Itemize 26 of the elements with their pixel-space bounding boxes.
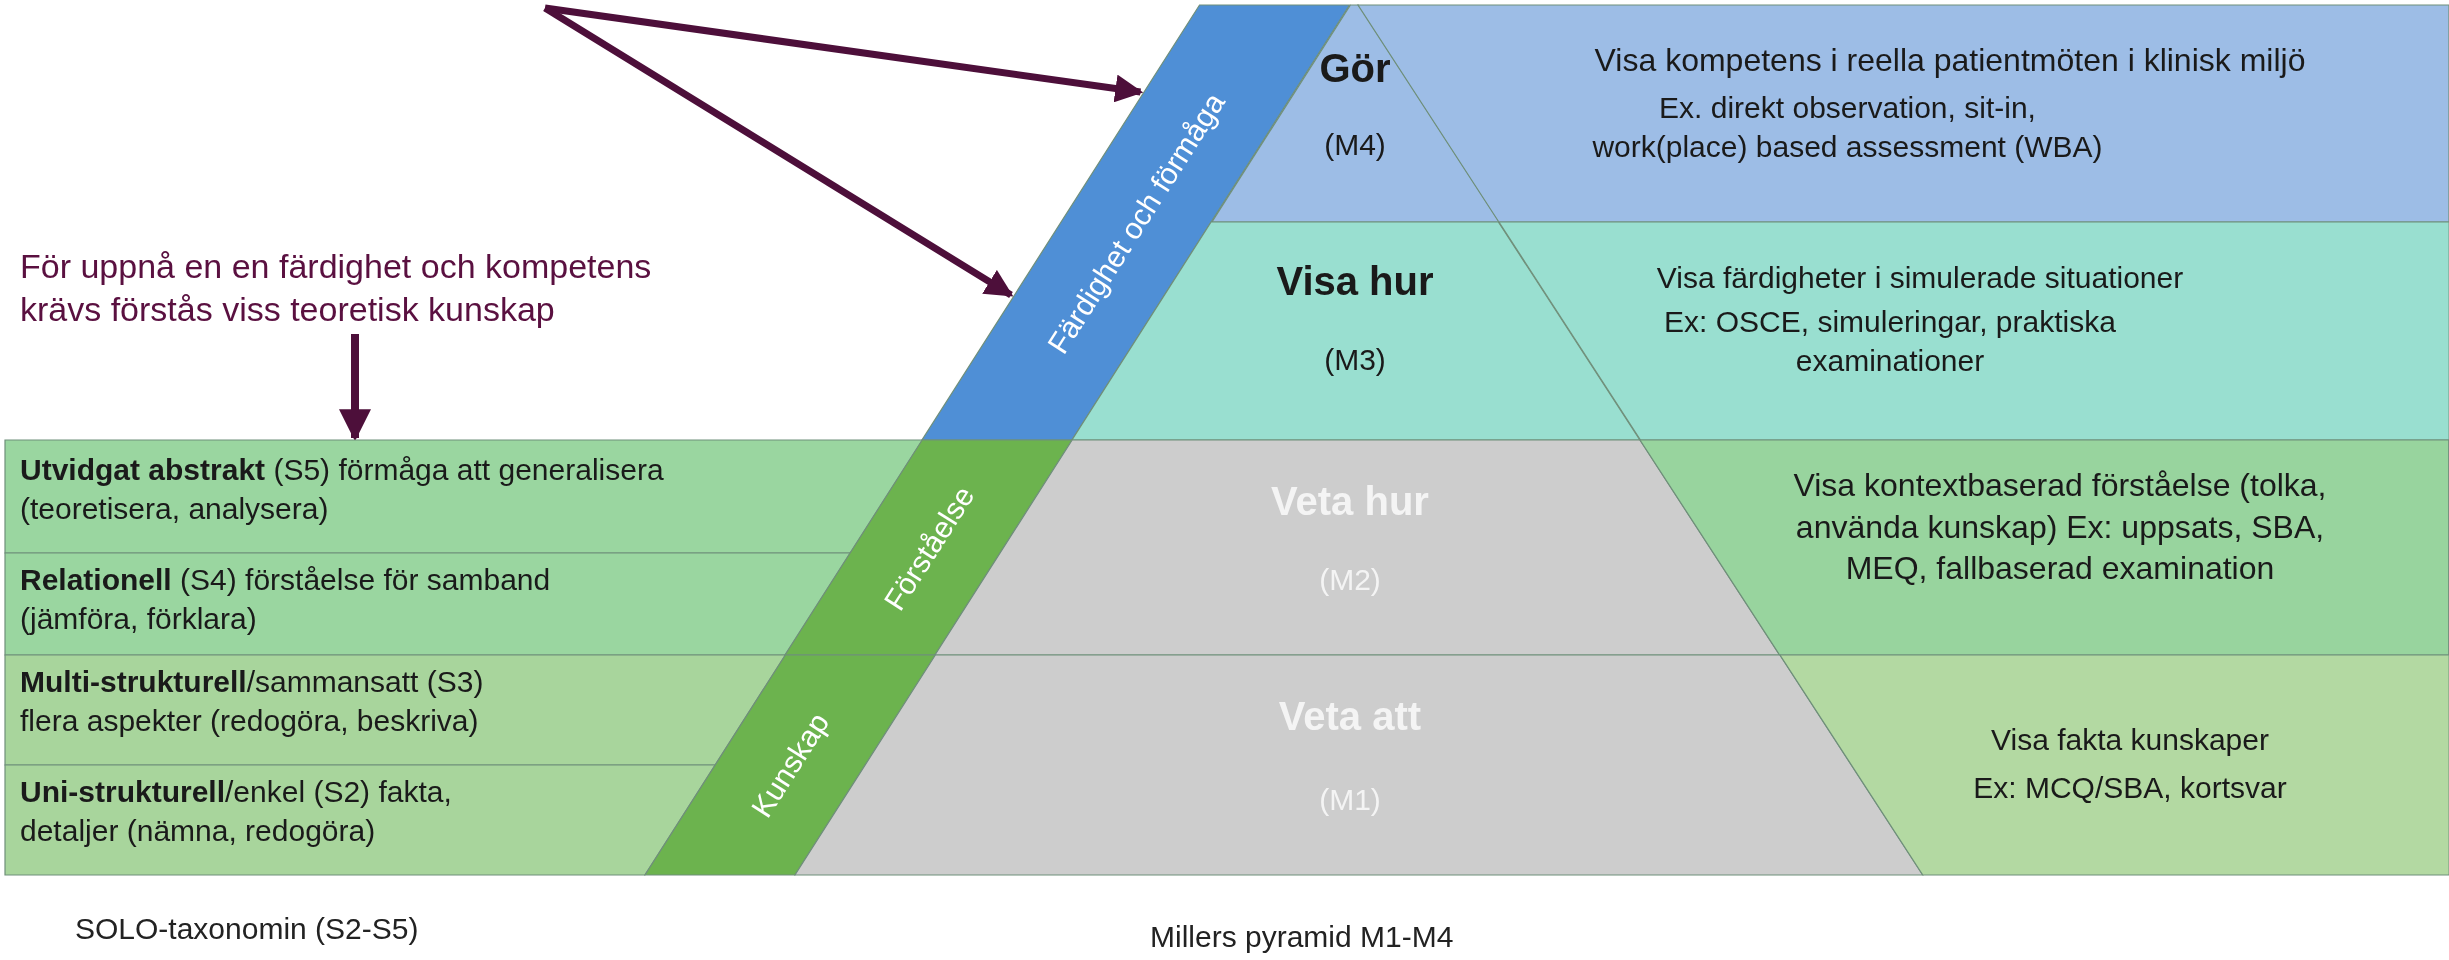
category-band — [644, 655, 936, 875]
arrow — [544, 4, 1144, 103]
example-text: Ex. direkt observation, sit-in, work(place) based assessment (WBA) — [1591, 90, 2104, 165]
example-text: Ex: MCQ/SBA, kortsvar — [1972, 770, 2288, 806]
description-text: Visa kompetens i reella patientmöten i klinisk miljö — [1593, 41, 2307, 80]
example-text: Ex: OSCE, simuleringar, praktiska examinationer — [1663, 304, 2117, 379]
level-title: Gör — [1318, 45, 1392, 92]
caption-text: SOLO-taxonomin (S2-S5) — [75, 912, 419, 946]
description-text: Visa färdigheter i simulerade situationer — [1655, 260, 2185, 296]
level-box — [5, 765, 716, 875]
level-code: (M4) — [1323, 127, 1387, 163]
level-title: Visa hur — [1275, 258, 1435, 305]
description-panel — [1498, 222, 2449, 440]
description-text: Visa kontextbaserad förståelse (tolka, använda kunskap) Ex: uppsats, SBA, MEQ, fallbaserad examination — [1792, 466, 2328, 589]
description-text: Visa fakta kunskaper — [1990, 722, 2270, 758]
description-panel — [1640, 440, 2449, 655]
level-box — [5, 553, 851, 655]
arrow — [543, 5, 1014, 298]
description-panel — [1779, 655, 2449, 875]
level-text: Relationell (S4) förståelse för samband (jämföra, förklara) — [20, 562, 552, 637]
level-text: Uni-strukturell/enkel (S2) fakta, detaljer (nämna, redogöra) — [20, 774, 453, 849]
note-text: För uppnå en en färdighet och kompetens krävs förstås viss teoretisk kunskap — [20, 245, 720, 330]
caption-text: Millers pyramid M1-M4 — [1150, 920, 1454, 954]
level-text: Utvidgat abstrakt (S5) förmåga att generalisera (teoretisera, analysera) — [20, 452, 665, 527]
level-code: (M3) — [1323, 342, 1387, 378]
level-text: Multi-strukturell/sammansatt (S3) flera aspekter (redogöra, beskriva) — [20, 664, 485, 739]
